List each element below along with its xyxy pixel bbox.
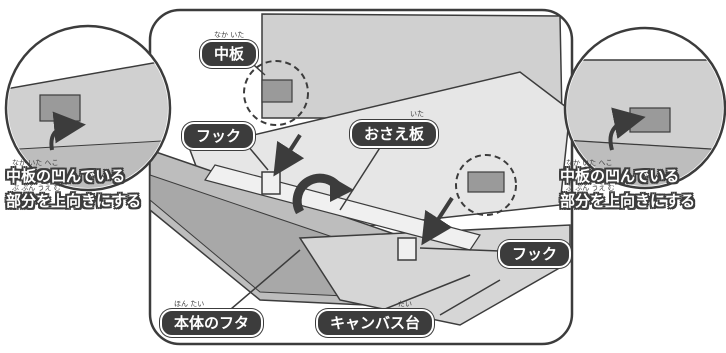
down-arrow-icon xyxy=(421,196,454,246)
left-instruction-ruby-1: なか いた へこ xyxy=(12,159,59,167)
left-instruction-line-2: 部分を上向きにする xyxy=(6,192,142,210)
rotate-arrow-icon xyxy=(292,173,354,215)
curved-arrow-icon xyxy=(49,111,86,151)
hook-left-shape xyxy=(261,171,281,195)
naka-ita-ruby: なか いた xyxy=(214,31,245,39)
right-instruction-line-1: 中板の凹んでいる xyxy=(560,167,680,185)
right-instruction-ruby-1: なか いた へこ xyxy=(566,159,613,167)
label-naka-ita: 中板 xyxy=(200,40,259,68)
down-arrow-icon xyxy=(273,133,305,177)
dashed-circle-icon xyxy=(455,154,517,216)
label-osae-ita: おさえ板 xyxy=(350,120,439,148)
left-instruction-line-1: 中板の凹んでいる xyxy=(6,167,126,185)
osae-ita-ruby: いた xyxy=(410,110,424,118)
label-hook-right: フック xyxy=(498,240,572,268)
scene xyxy=(149,13,571,326)
dashed-circle-icon xyxy=(243,60,309,126)
right-inset xyxy=(563,26,726,190)
right-instruction-line-2: 部分を上向きにする xyxy=(560,192,696,210)
curved-arrow-icon xyxy=(608,107,646,151)
label-hook-left: フック xyxy=(182,122,256,150)
label-hontai-futa: 本体のフタ xyxy=(160,309,264,337)
canvas-dai-ruby: だい xyxy=(398,300,412,308)
label-canvas-dai: キャンバス台 xyxy=(316,309,435,337)
right-instruction-ruby-2: ぶ ぶん うえ む xyxy=(566,184,615,192)
hook-right-shape xyxy=(397,237,417,261)
left-instruction-ruby-2: ぶ ぶん うえ む xyxy=(12,184,61,192)
hontai-futa-ruby: ほん たい xyxy=(174,300,205,308)
left-inset xyxy=(4,24,172,192)
